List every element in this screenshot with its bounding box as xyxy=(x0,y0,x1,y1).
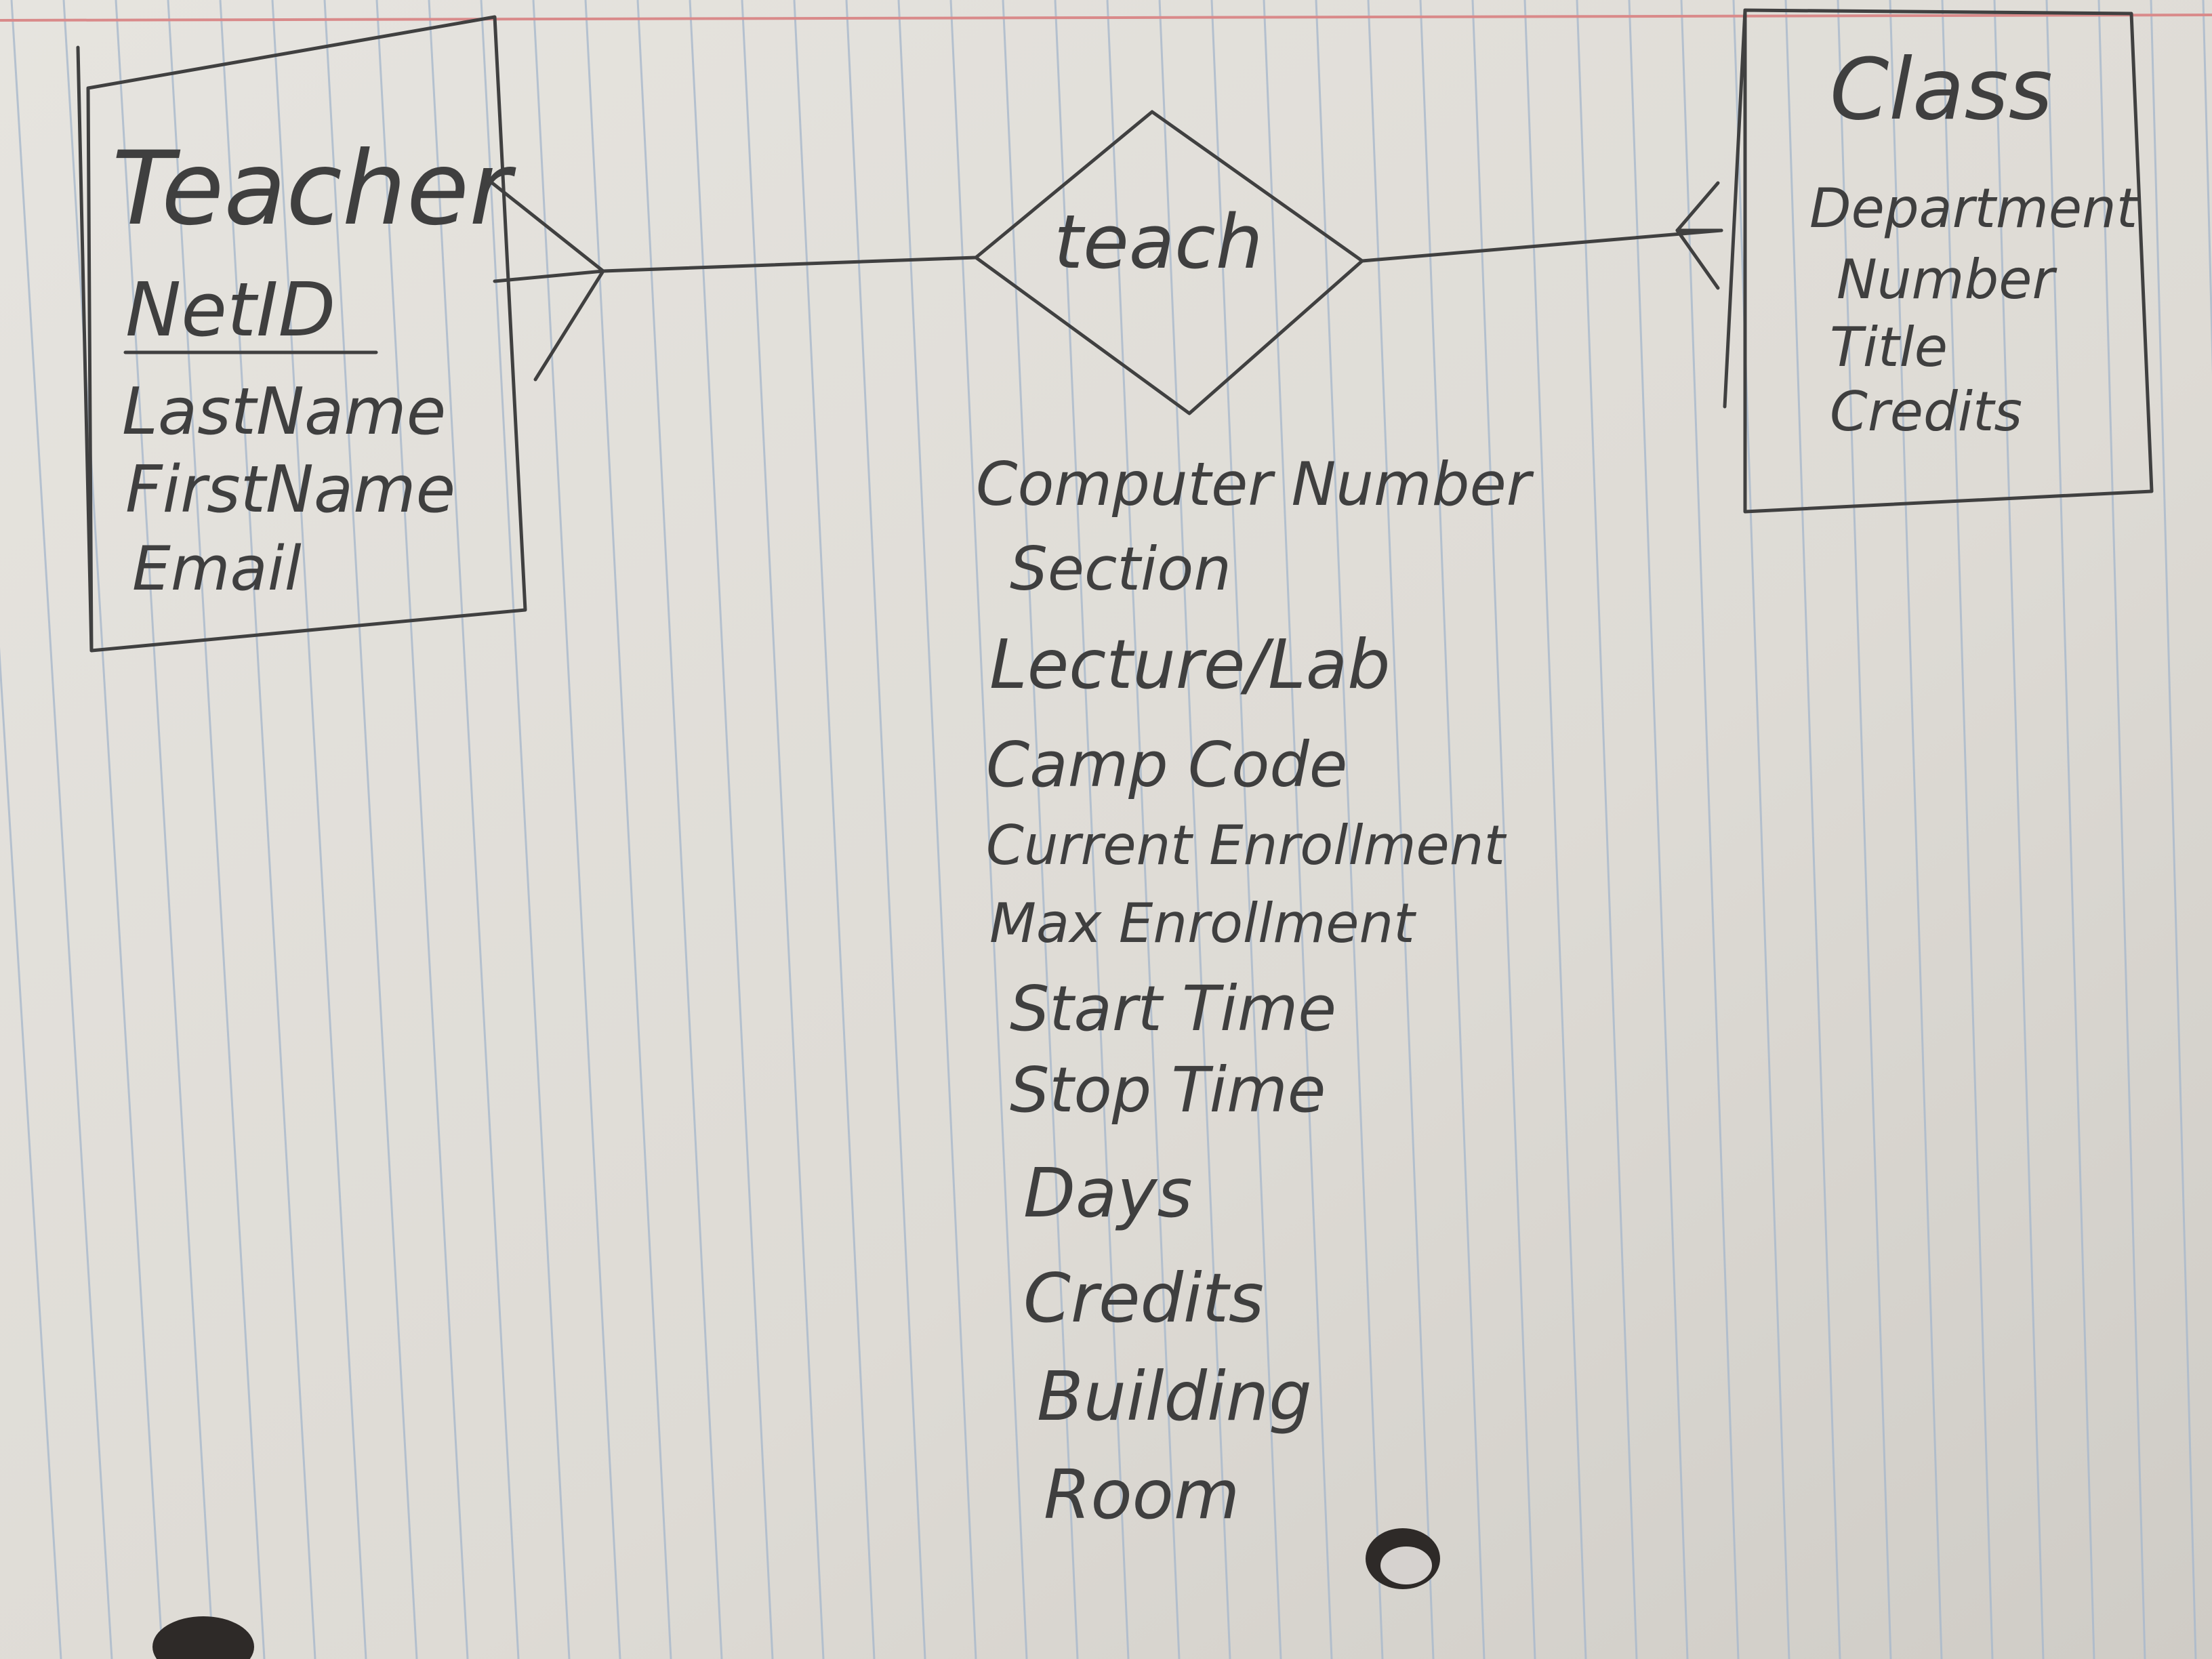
ruled-line xyxy=(167,0,266,1659)
ruled-line xyxy=(1523,0,1587,1659)
ruled-line xyxy=(1732,0,1790,1659)
class-entity: Class Department Number Title Credits xyxy=(1723,8,2154,514)
ruled-line xyxy=(1210,0,1282,1659)
ruled-line xyxy=(897,0,977,1659)
teach-attr-stop-time: Stop Time xyxy=(1010,1054,1326,1126)
teacher-entity-box xyxy=(86,15,527,653)
class-entity-box xyxy=(1743,8,2154,514)
class-box-left-edge xyxy=(1723,8,1747,409)
ruled-line xyxy=(689,0,774,1659)
ruled-line xyxy=(323,0,418,1659)
ruled-line xyxy=(271,0,367,1659)
class-attr-department: Department xyxy=(1809,177,2139,240)
teacher-entity: Teacher NetID LastName FirstName Email xyxy=(76,15,527,653)
crows-foot-lower xyxy=(533,269,605,382)
ruled-line xyxy=(1784,0,1841,1659)
teach-attr-lecture-lab: Lecture/Lab xyxy=(989,625,1391,704)
class-attr-number: Number xyxy=(1837,248,2057,311)
ruled-line xyxy=(1054,0,1130,1659)
ruled-line xyxy=(428,0,520,1659)
ruled-line xyxy=(1263,0,1333,1659)
class-title: Class xyxy=(1830,41,2053,139)
ruled-line xyxy=(1837,0,1892,1659)
ruled-line xyxy=(1158,0,1231,1659)
teach-class-connector xyxy=(1360,228,1723,263)
class-crows-foot-lower xyxy=(1675,228,1720,290)
ruled-line xyxy=(115,0,215,1659)
class-attr-title: Title xyxy=(1830,316,1948,379)
ruled-line xyxy=(1993,0,2045,1659)
ruled-line xyxy=(2150,0,2197,1659)
teach-relationship: teach xyxy=(974,110,1364,415)
ruled-line xyxy=(375,0,469,1659)
ruled-line xyxy=(1315,0,1384,1659)
teach-attr-section: Section xyxy=(1010,534,1231,604)
class-crows-foot-upper xyxy=(1675,181,1720,232)
teacher-crows-foot xyxy=(486,178,605,382)
ruled-line xyxy=(480,0,571,1659)
ruled-line xyxy=(2045,0,2095,1659)
ruled-line xyxy=(1576,0,1638,1659)
teach-attr-days: Days xyxy=(1023,1153,1193,1233)
ruled-line xyxy=(0,647,62,1659)
ruled-line xyxy=(1628,0,1689,1659)
class-crows-foot xyxy=(1675,181,1723,290)
ruled-line xyxy=(1680,0,1740,1659)
ruled-line xyxy=(636,0,723,1659)
ruled-line xyxy=(949,0,1028,1659)
teacher-attr-lastname: LastName xyxy=(122,375,446,449)
crows-foot-middle xyxy=(493,269,605,283)
teacher-title: Teacher xyxy=(112,130,516,248)
teach-attr-credits: Credits xyxy=(1023,1258,1264,1338)
ruled-line xyxy=(219,0,316,1659)
class-attr-credits: Credits xyxy=(1830,380,2022,443)
teacher-teach-connector xyxy=(601,255,978,273)
ruled-line xyxy=(1106,0,1181,1659)
ruled-line xyxy=(1002,0,1079,1659)
ruled-line xyxy=(1471,0,1536,1659)
teach-attr-camp-code: Camp Code xyxy=(986,729,1347,801)
teacher-box-left-edge xyxy=(76,45,94,653)
teach-attributes: Computer Number Section Lecture/Lab Camp… xyxy=(976,449,1534,1534)
ruled-line xyxy=(2202,0,2212,376)
teach-attr-building: Building xyxy=(1037,1357,1312,1436)
teach-attr-room: Room xyxy=(1044,1455,1240,1534)
ruled-line xyxy=(1889,0,1943,1659)
teacher-attr-firstname: FirstName xyxy=(125,453,455,527)
ruled-line xyxy=(1419,0,1486,1659)
teach-label: teach xyxy=(1054,199,1263,285)
ruled-line xyxy=(845,0,926,1659)
ruled-line xyxy=(793,0,876,1659)
teach-attr-start-time: Start Time xyxy=(1010,972,1336,1045)
ruled-line xyxy=(741,0,825,1659)
teach-attr-computer-number: Computer Number xyxy=(976,449,1534,519)
teacher-attr-email: Email xyxy=(132,533,302,605)
binder-hole-reflection xyxy=(1380,1547,1432,1584)
teach-attr-max-enrollment: Max Enrollment xyxy=(989,892,1416,955)
ruled-line xyxy=(1367,0,1435,1659)
teach-attr-current-enrollment: Current Enrollment xyxy=(986,814,1507,877)
ruled-line xyxy=(1941,0,1994,1659)
teacher-primary-key: NetID xyxy=(125,266,335,353)
ruled-line xyxy=(10,0,113,1659)
ruled-line xyxy=(2097,0,2146,1659)
margin-line xyxy=(0,14,2212,22)
ruled-line xyxy=(62,0,164,1659)
binder-hole xyxy=(152,1616,254,1659)
crows-foot-upper xyxy=(486,178,605,273)
